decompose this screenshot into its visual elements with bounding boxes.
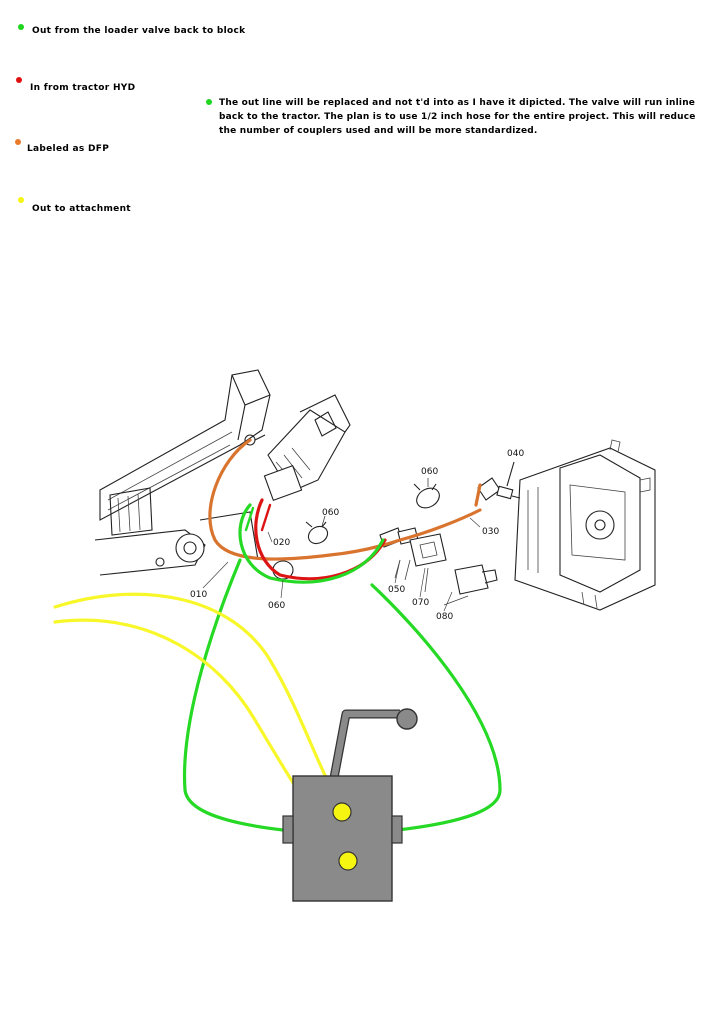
legend-label: Out to attachment (32, 204, 131, 214)
couplers (379, 527, 498, 606)
project-note: The out line will be replaced and not t'… (206, 96, 706, 138)
part-label: 060 (322, 508, 339, 518)
valve-port-bottom (338, 851, 358, 871)
green-dot-icon (206, 99, 212, 105)
part-label: 060 (421, 467, 438, 477)
yellow-dot-icon (18, 197, 24, 203)
legend-item-green: Out from the loader valve back to block (18, 24, 245, 36)
part-label: 030 (482, 527, 499, 537)
valve-side-port-right (391, 815, 403, 844)
legend-item-orange: Labeled as DFP (15, 139, 109, 154)
fitting-040 (477, 461, 521, 501)
green-return-lines (182, 558, 502, 832)
green-dot-icon (18, 24, 24, 30)
legend-label: Labeled as DFP (27, 144, 110, 154)
legend-label: In from tractor HYD (30, 83, 136, 93)
legend-label: Out from the loader valve back to block (32, 26, 246, 36)
part-labels: 010 020 030 040 050 060 060 060 070 080 (190, 449, 524, 622)
part-label: 060 (268, 601, 285, 611)
part-label: 070 (412, 598, 429, 608)
legend-item-yellow: Out to attachment (18, 197, 131, 214)
part-label: 080 (436, 612, 453, 622)
valve-port-top (332, 802, 352, 822)
valve-side-port-left (282, 815, 294, 844)
transmission-block (514, 439, 656, 611)
note-text: The out line will be replaced and not t'… (219, 98, 696, 136)
orange-dot-icon (15, 139, 21, 145)
orange-hose-line-2 (474, 483, 482, 507)
red-hose-line-2 (260, 503, 272, 532)
leader-lines (202, 517, 481, 612)
part-label: 010 (190, 590, 207, 600)
loader-frame (94, 369, 271, 576)
part-label: 050 (388, 585, 405, 595)
hose-lines (208, 438, 482, 584)
green-hose-line (238, 503, 385, 584)
part-label: 040 (507, 449, 524, 459)
orange-hose-line (208, 438, 482, 561)
green-hose-line-2 (244, 506, 255, 532)
control-valve (282, 708, 418, 902)
legend-item-red: In from tractor HYD (16, 77, 135, 93)
part-label: 020 (273, 538, 290, 548)
valve-body (292, 775, 393, 902)
red-dot-icon (16, 77, 22, 83)
valve-lever-knob (396, 708, 418, 730)
loader-valve (244, 394, 351, 502)
